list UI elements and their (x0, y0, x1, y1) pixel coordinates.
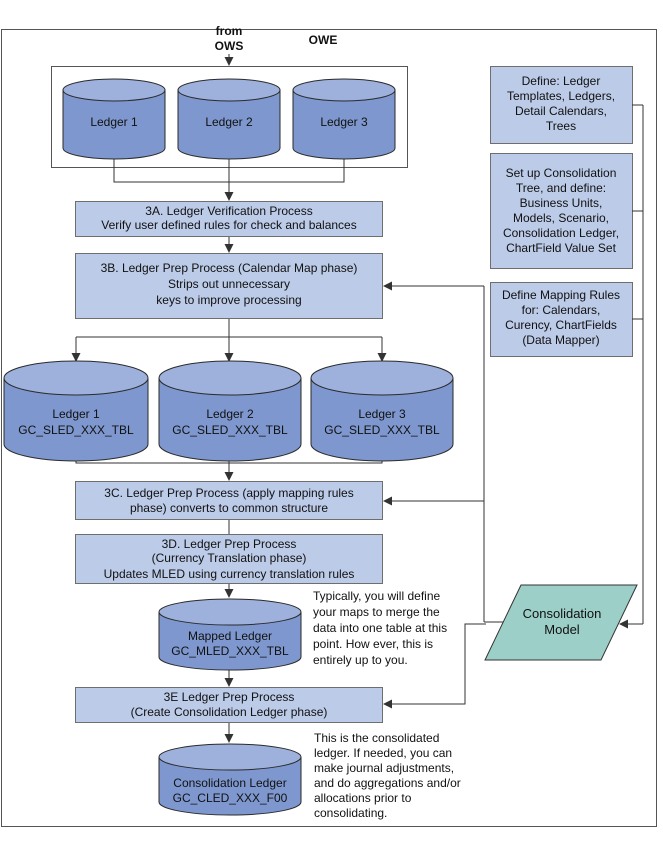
consolidation-ledger-name: Consolidation Ledger (173, 776, 286, 790)
sled-ledger-2-name: Ledger 2 (206, 407, 254, 421)
consolidation-ledger-table: GC_CLED_XXX_F00 (173, 791, 288, 805)
owe-label: OWE (309, 33, 338, 47)
mapped-note-line-5: entirely up to you. (313, 653, 408, 667)
step-3c-line2: phase) converts to common structure (130, 501, 328, 515)
sled-ledger-2-cylinder: Ledger 2 GC_SLED_XXX_TBL (158, 360, 302, 462)
sled-ledger-3-cylinder: Ledger 3 GC_SLED_XXX_TBL (310, 360, 454, 462)
step-3a-line1: 3A. Ledger Verification Process (145, 204, 312, 218)
mapping-line-3: Curency, ChartFields (505, 318, 617, 332)
define-mapping-box (490, 282, 633, 357)
step-3d-line1: 3D. Ledger Prep Process (162, 537, 297, 551)
top-ledger-3-cylinder: Ledger 3 (292, 78, 396, 160)
step-3e-line2: (Create Consolidation Ledger phase) (131, 705, 328, 719)
step-3a-box (75, 201, 383, 237)
step-3b-line1: 3B. Ledger Prep Process (Calendar Map ph… (101, 261, 358, 275)
setup-consolidation-box (490, 153, 633, 269)
top-ledger-1-label: Ledger 1 (90, 115, 138, 129)
mapped-note-line-4: point. How ever, this is (313, 637, 433, 651)
step-3a-line2: Verify user defined rules for check and … (101, 218, 356, 232)
consolidated-note-line-4: and do aggregations and/or (314, 776, 461, 790)
sled-ledger-1-cylinder: Ledger 1 GC_SLED_XXX_TBL (3, 360, 149, 462)
sled-ledger-3-table: GC_SLED_XXX_TBL (324, 423, 440, 437)
top-ledger-2-cylinder: Ledger 2 (177, 78, 281, 160)
mapping-line-1: Define Mapping Rules (502, 288, 620, 302)
setup-line-2: Tree, and define: (516, 181, 606, 195)
sled-ledger-3-name: Ledger 3 (358, 407, 406, 421)
consolidation-model-line-1: Consolidation (523, 606, 602, 621)
consolidated-note-line-3: make journal adjustments, (314, 761, 454, 775)
setup-line-6: ChartField Value Set (506, 241, 617, 255)
consolidation-ledger-cylinder: Consolidation Ledger GC_CLED_XXX_F00 (158, 743, 302, 816)
consolidation-model-shape (484, 584, 638, 661)
step-3c-box (75, 481, 383, 520)
mapping-line-2: for: Calendars, (522, 303, 601, 317)
step-3c-line1: 3C. Ledger Prep Process (apply mapping r… (104, 486, 353, 500)
step-3e-line1: 3E Ledger Prep Process (164, 690, 295, 704)
setup-line-4: Models, Scenario, (513, 211, 609, 225)
ows-label: OWS (215, 39, 244, 53)
define-ledger-box (490, 66, 633, 144)
sled-ledger-1-table: GC_SLED_XXX_TBL (18, 423, 134, 437)
top-ledger-1-cylinder: Ledger 1 (62, 78, 166, 160)
mapping-line-4: (Data Mapper) (522, 333, 599, 347)
mapped-ledger-name: Mapped Ledger (188, 629, 272, 643)
mapped-ledger-table: GC_MLED_XXX_TBL (171, 644, 289, 658)
step-3d-line3: Updates MLED using currency translation … (104, 567, 355, 581)
setup-line-3: Business Units, (520, 196, 603, 210)
step-3e-box (75, 687, 383, 723)
consolidated-note-line-1: This is the consolidated (314, 731, 439, 745)
sled-ledger-1-name: Ledger 1 (52, 407, 100, 421)
consolidation-model-line-2: Model (544, 622, 580, 637)
owe-frame (1, 29, 657, 827)
define-ledger-line-1: Define: Ledger (522, 74, 601, 88)
mapped-ledger-cylinder: Mapped Ledger GC_MLED_XXX_TBL (158, 598, 302, 671)
consolidated-note-line-6: consolidating. (314, 806, 387, 820)
define-ledger-line-4: Trees (546, 119, 576, 133)
setup-line-1: Set up Consolidation (506, 166, 617, 180)
step-3d-box (75, 534, 383, 584)
from-label: from (216, 24, 243, 38)
define-ledger-line-2: Templates, Ledgers, (507, 89, 615, 103)
top-ledger-3-label: Ledger 3 (320, 115, 368, 129)
setup-line-5: Consolidation Ledger, (503, 226, 619, 240)
step-3b-box (75, 253, 383, 319)
mapped-note-line-2: your maps to merge the (313, 605, 440, 619)
top-ledger-2-label: Ledger 2 (205, 115, 253, 129)
step-3b-line2: Strips out unnecessary (168, 277, 290, 291)
arrow-model-to-3e (383, 623, 486, 709)
mapped-note-line-1: Typically, you will define (313, 589, 440, 603)
step-3d-line2: (Currency Translation phase) (152, 551, 307, 565)
step-3b-line3: keys to improve processing (156, 293, 301, 307)
consolidated-note-line-5: allocations prior to (314, 791, 412, 805)
define-ledger-line-3: Detail Calendars, (515, 104, 607, 118)
sled-ledger-2-table: GC_SLED_XXX_TBL (172, 423, 288, 437)
consolidated-note-line-2: ledger. If needed, you can (314, 746, 452, 760)
mapped-note-line-3: data into one table at this (313, 621, 447, 635)
